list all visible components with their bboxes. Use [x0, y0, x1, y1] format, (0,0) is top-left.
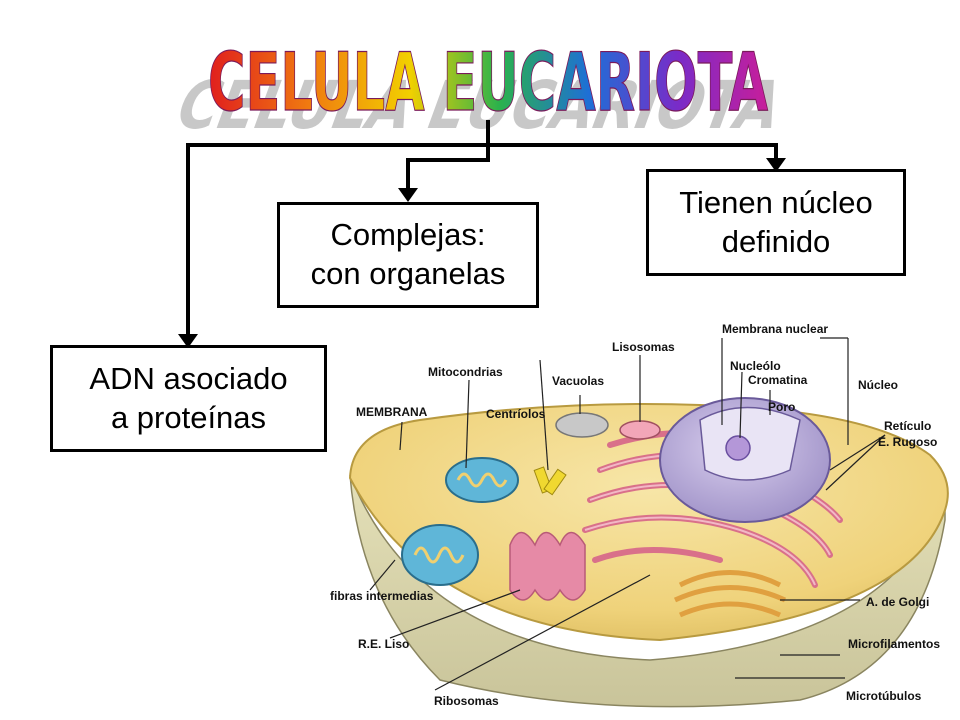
- label-ribosomas: Ribosomas: [434, 694, 499, 708]
- arrow-head: [178, 334, 198, 348]
- box-line: Tienen núcleo: [679, 184, 873, 220]
- label-vacuolas: Vacuolas: [552, 374, 604, 388]
- box-adn: ADN asociado a proteínas: [50, 345, 327, 452]
- box-line: con organelas: [310, 256, 506, 291]
- label-fibras-intermedias: fibras intermedias: [330, 589, 434, 603]
- label-re-liso: R.E. Liso: [358, 637, 409, 651]
- page-title: CELULA EUCARIOTA: [208, 36, 768, 129]
- nucleolus: [725, 435, 751, 461]
- label-lisosomas: Lisosomas: [612, 340, 675, 354]
- title-graphic: CELULA EUCARIOTA CELULA EUCARIOTA: [165, 35, 793, 140]
- box-nucleo-definido: Tienen núcleo definido: [646, 169, 906, 276]
- centrioles: [533, 466, 567, 496]
- label-golgi: A. de Golgi: [866, 595, 929, 609]
- label-membrana-nuclear: Membrana nuclear: [722, 322, 828, 336]
- label-cromatina: Cromatina: [748, 373, 808, 387]
- box-line: Complejas:: [330, 217, 486, 253]
- lysosome: [619, 420, 661, 440]
- cell-base: [349, 474, 946, 708]
- arrow-head: [766, 158, 786, 172]
- label-leaders: [369, 337, 886, 691]
- mitochondrion-1: [445, 457, 519, 503]
- smooth-er: [509, 531, 586, 601]
- label-nucleolo: Nucleólo: [730, 359, 781, 373]
- box-line: definido: [721, 223, 831, 259]
- mitochondrion-2: [401, 524, 479, 586]
- golgi-apparatus: [673, 570, 787, 618]
- label-microtubulos: Microtúbulos: [846, 689, 922, 703]
- box-complejas: Complejas: con organelas: [277, 202, 539, 308]
- label-centriolos: Centríolos: [486, 407, 546, 421]
- label-microfilamentos: Microfilamentos: [848, 637, 940, 651]
- title-shadow: CELULA EUCARIOTA: [165, 68, 793, 140]
- arrow-head: [398, 188, 418, 202]
- vacuole: [555, 412, 609, 438]
- label-reticulo: Retículo: [884, 419, 931, 433]
- label-poro: Poro: [768, 400, 795, 414]
- box-line: a proteínas: [110, 399, 267, 435]
- box-line: ADN asociado: [89, 360, 288, 396]
- label-membrana: MEMBRANA: [356, 405, 428, 419]
- label-mitocondrias: Mitocondrias: [428, 365, 503, 379]
- label-nucleo: Núcleo: [858, 378, 898, 392]
- label-e-rugoso: E. Rugoso: [878, 435, 937, 449]
